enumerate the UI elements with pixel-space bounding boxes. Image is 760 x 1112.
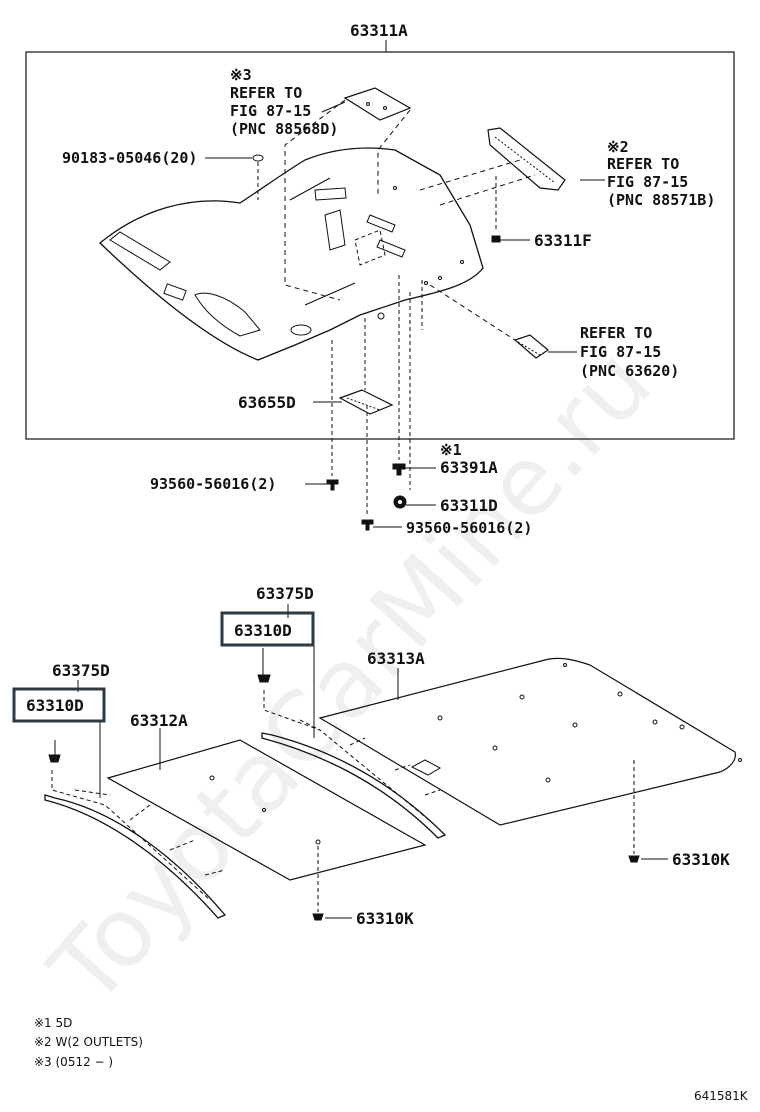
ref-3-line3: (PNC 88568D): [230, 120, 338, 138]
strip-left[interactable]: [44, 794, 227, 919]
ref-2-line1: REFER TO: [607, 155, 679, 173]
ref-3-mark: ※3: [230, 66, 252, 84]
label-63313A: 63313A: [367, 649, 425, 668]
screw-63311F-icon[interactable]: [491, 235, 501, 243]
top-assembly: [25, 40, 735, 531]
label-63391A: 63391A: [440, 458, 498, 477]
label-63312A: 63312A: [130, 711, 188, 730]
label-63375D-right: 63375D: [256, 584, 314, 603]
label-63655D: 63655D: [238, 393, 296, 412]
label-63311A: 63311A: [350, 21, 408, 40]
clip-icon[interactable]: [252, 154, 264, 162]
label-90183: 90183-05046(20): [62, 149, 197, 167]
ref-plain-line2: FIG 87-15: [580, 343, 661, 361]
label-63311D: 63311D: [440, 496, 498, 515]
label-screw-left: 93560-56016(2): [150, 475, 276, 493]
ref-plain-line1: REFER TO: [580, 324, 652, 342]
ref-plain-line3: (PNC 63620): [580, 362, 679, 380]
screw-93560-right-icon[interactable]: [361, 519, 374, 531]
room-lamp-icon[interactable]: [513, 334, 550, 359]
clip-63310D-right-icon[interactable]: [257, 674, 271, 683]
ref-3-line1: REFER TO: [230, 84, 302, 102]
note-2: ※2 W(2 OUTLETS): [34, 1035, 143, 1049]
label-63310K-left: 63310K: [356, 909, 414, 928]
panel-63313A[interactable]: [318, 657, 736, 826]
label-63310D-right[interactable]: 63310D: [234, 621, 292, 640]
label-63311F: 63311F: [534, 231, 592, 250]
highlight-63310D-right: [220, 611, 315, 647]
ref-3-line2: FIG 87-15: [230, 102, 311, 120]
note-1: ※1 5D: [34, 1016, 72, 1030]
label-63310K-right: 63310K: [672, 850, 730, 869]
ref-2-mark: ※2: [607, 138, 629, 156]
watermark: ToyotaCarMine.ru: [28, 327, 673, 1026]
highlight-63310D-left: [12, 687, 106, 723]
label-screw-right: 93560-56016(2): [406, 519, 532, 537]
mark-1: ※1: [440, 441, 462, 459]
assembly-frame: [25, 51, 735, 440]
ref-2-line3: (PNC 88571B): [607, 191, 715, 209]
screw-93560-left-icon[interactable]: [326, 479, 339, 491]
note-3: ※3 (0512 − ): [34, 1055, 113, 1069]
diagram-code: 641581K: [694, 1089, 749, 1103]
bottom-assembly: [12, 604, 742, 921]
clip-63310K-left-icon[interactable]: [312, 913, 324, 921]
label-63375D-left: 63375D: [52, 661, 110, 680]
label-63310D-left[interactable]: 63310D: [26, 696, 84, 715]
clip-63391A-icon[interactable]: [392, 463, 406, 476]
panel-63312A[interactable]: [106, 739, 427, 881]
map-lamp-plate[interactable]: [343, 87, 412, 121]
ref-2-line2: FIG 87-15: [607, 173, 688, 191]
pad-63655D[interactable]: [338, 389, 394, 415]
clip-63310K-right-icon[interactable]: [628, 855, 640, 863]
clip-63310D-left-icon[interactable]: [48, 754, 61, 763]
strip-right[interactable]: [261, 732, 447, 839]
headliner-63311A[interactable]: [99, 147, 484, 361]
roof-vent-duct[interactable]: [487, 127, 566, 191]
